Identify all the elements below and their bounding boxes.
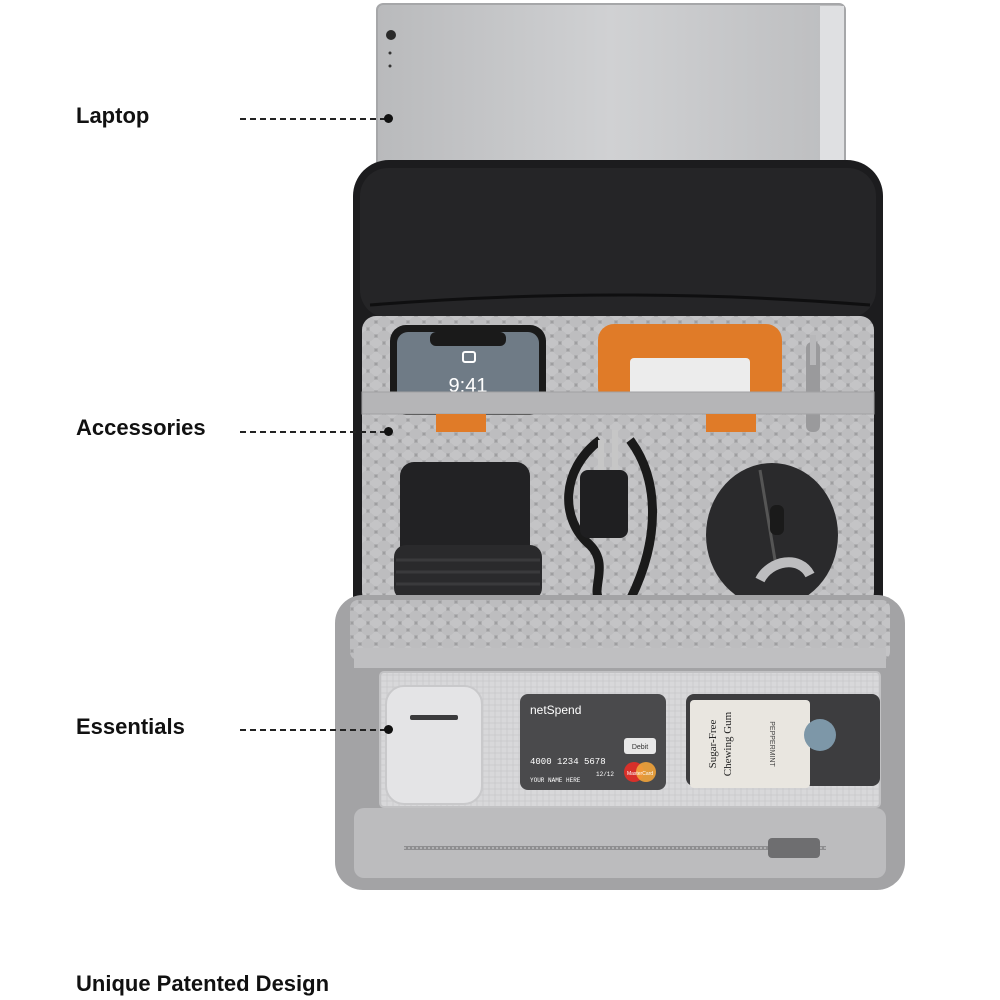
- camera-icon: [386, 30, 396, 40]
- gum-line1: Sugar-Free: [707, 720, 719, 769]
- card-expiry: 12/12: [596, 771, 614, 778]
- callout-leader-laptop: [240, 118, 386, 120]
- callout-laptop: Laptop: [76, 103, 150, 128]
- callout-dot-icon: [384, 427, 393, 436]
- card-debit-badge: Debit: [632, 744, 648, 751]
- callout-essentials: Essentials: [76, 714, 185, 739]
- gum-logo-icon: [804, 719, 836, 751]
- footer-title: Unique Patented Design: [76, 971, 330, 996]
- laptop: [376, 3, 846, 205]
- card-number: 4000 1234 5678: [530, 757, 606, 767]
- pen: [806, 335, 820, 432]
- card-network: MasterCard: [627, 771, 653, 777]
- gum-brand: PEPPERMINT: [768, 721, 775, 767]
- pull-tab: [436, 414, 486, 432]
- power-cable: [564, 430, 657, 604]
- callout-leader-accessories: [240, 431, 386, 433]
- card-name: YOUR NAME HERE: [530, 777, 581, 784]
- callout-accessories: Accessories: [76, 415, 206, 440]
- hard-drive: [598, 324, 782, 404]
- callout-dot-icon: [384, 725, 393, 734]
- mastercard-logo-icon: MasterCard: [624, 762, 656, 782]
- gum-pack: Sugar-Free Chewing Gum PEPPERMINT: [686, 694, 880, 788]
- zipper-pull-icon: [768, 838, 820, 858]
- callout-dot-icon: [384, 114, 393, 123]
- earbuds-case: [385, 685, 483, 805]
- pull-tab: [706, 414, 756, 432]
- card-brand: netSpend: [530, 703, 581, 717]
- credit-card: netSpend 4000 1234 5678 YOUR NAME HERE 1…: [520, 694, 666, 790]
- lock-icon: [462, 351, 476, 363]
- power-adapter: [394, 462, 542, 600]
- callout-leader-essentials: [240, 729, 386, 731]
- gum-line2: Chewing Gum: [722, 711, 734, 776]
- mouse: [706, 463, 838, 607]
